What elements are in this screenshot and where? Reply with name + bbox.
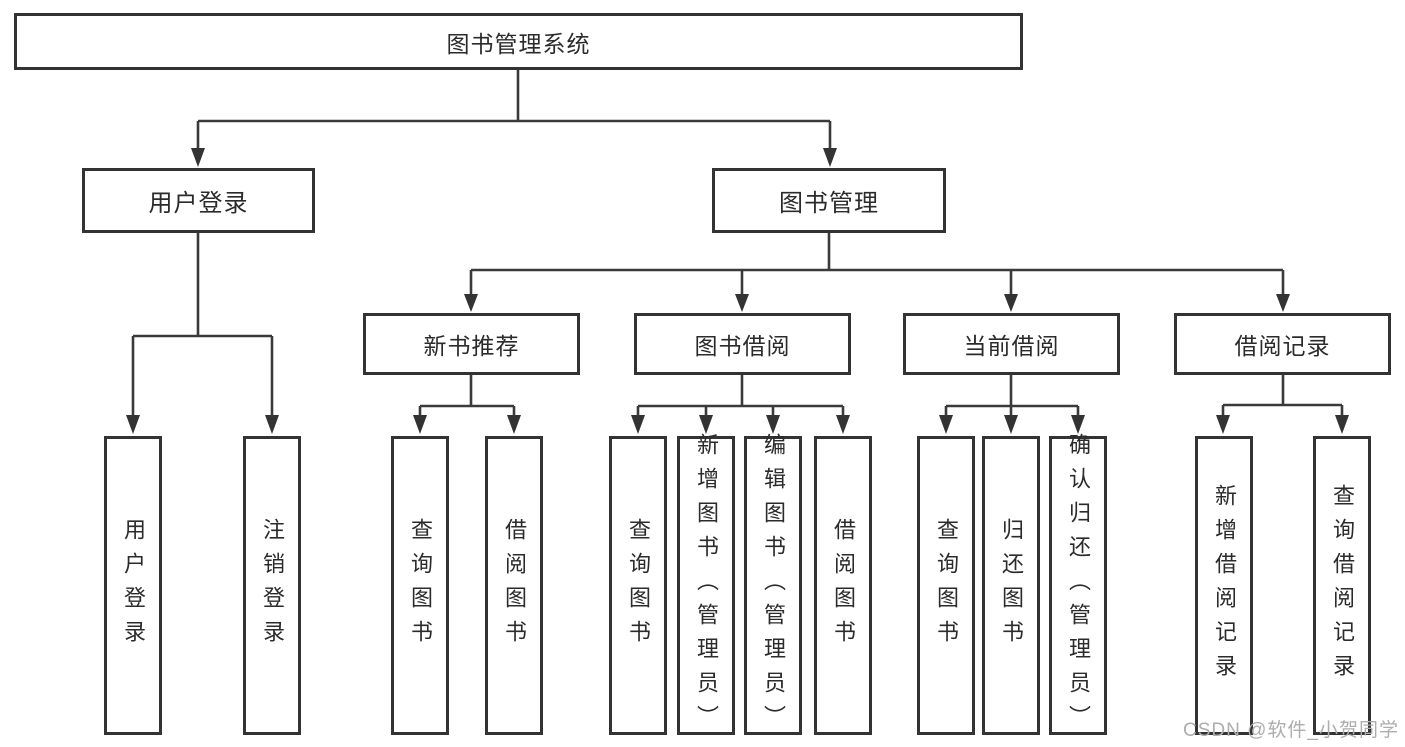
leaf-borrow-book-rec: 借阅图书 [485,436,543,735]
leaf-add-book-admin-label: 新增图书（管理员） [694,432,719,739]
connector-new-book-rec [418,375,516,419]
connector-root [196,70,832,151]
leaf-user-login-label: 用户登录 [121,517,146,654]
node-new-book-rec-label: 新书推荐 [423,333,520,359]
leaf-logout: 注销登录 [243,436,301,735]
node-root-label: 图书管理系统 [446,30,591,57]
leaf-confirm-return-admin-label: 确认归还（管理员） [1066,432,1091,739]
leaf-borrow-book-rec-label: 借阅图书 [502,517,527,654]
connector-user-login [131,233,274,418]
node-current-borrow-label: 当前借阅 [963,333,1060,359]
leaf-query-book-rec: 查询图书 [391,436,449,735]
node-user-login: 用户登录 [82,168,315,233]
leaf-query-book-current: 查询图书 [917,436,975,735]
leaf-query-book-borrow-label: 查询图书 [626,517,651,654]
leaf-user-login: 用户登录 [104,436,162,735]
node-current-borrow: 当前借阅 [903,313,1120,375]
leaf-return-book-label: 归还图书 [999,517,1024,654]
node-book-mgmt: 图书管理 [712,168,946,233]
leaf-add-borrow-record: 新增借阅记录 [1195,436,1253,735]
node-borrow-records-label: 借阅记录 [1234,333,1331,359]
leaf-query-book-rec-label: 查询图书 [408,517,433,654]
node-book-borrow: 图书借阅 [634,313,851,375]
csdn-watermark: CSDN @软件_小贺同学 [1183,720,1399,741]
leaf-return-book: 归还图书 [982,436,1040,735]
connector-borrow-records [1221,375,1344,419]
leaf-query-borrow-record: 查询借阅记录 [1313,436,1371,735]
node-book-borrow-label: 图书借阅 [694,333,791,359]
leaf-query-book-current-label: 查询图书 [934,517,959,654]
node-new-book-rec: 新书推荐 [363,313,580,375]
node-borrow-records: 借阅记录 [1174,313,1391,375]
leaf-query-borrow-record-label: 查询借阅记录 [1330,483,1355,688]
node-book-mgmt-label: 图书管理 [779,190,879,217]
leaf-logout-label: 注销登录 [260,517,285,654]
leaf-borrow-book: 借阅图书 [814,436,872,735]
leaf-confirm-return-admin: 确认归还（管理员） [1049,433,1107,739]
leaf-query-book-borrow: 查询图书 [609,436,667,735]
leaf-edit-book-admin: 编辑图书（管理员） [744,433,802,739]
connector-book-borrow [636,375,845,419]
leaf-borrow-book-label: 借阅图书 [831,517,856,654]
leaf-add-borrow-record-label: 新增借阅记录 [1212,483,1237,688]
connector-current-borrow [944,375,1080,419]
leaf-add-book-admin: 新增图书（管理员） [677,433,735,739]
node-user-login-label: 用户登录 [148,190,249,217]
connector-book-mgmt [469,233,1285,297]
leaf-edit-book-admin-label: 编辑图书（管理员） [761,432,786,739]
node-root: 图书管理系统 [14,13,1023,70]
